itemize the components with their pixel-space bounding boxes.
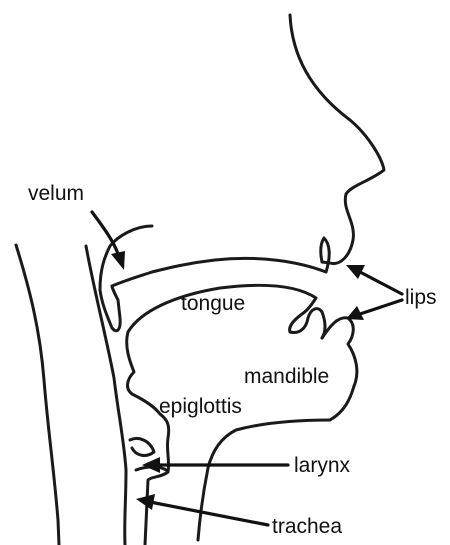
larynx-arrow <box>142 457 288 473</box>
tongue-label: tongue <box>181 292 245 315</box>
pharynx-back-outline <box>86 246 126 545</box>
trachea-label: trachea <box>272 515 342 538</box>
upper-teeth-outline <box>321 238 330 272</box>
larynx-label: larynx <box>294 454 351 477</box>
velum-arrow <box>92 212 125 270</box>
velum-label: velum <box>28 182 84 205</box>
epiglottis-label: epiglottis <box>159 395 242 418</box>
lips-arrow-upper <box>346 265 402 294</box>
lower-teeth-outline <box>308 309 325 338</box>
palate-outline <box>112 258 326 286</box>
face-profile-outline <box>290 15 384 264</box>
neck-back-outline <box>16 245 59 545</box>
lips-arrow-lower <box>346 300 402 320</box>
lips-label: lips <box>405 286 437 309</box>
mandible-label: mandible <box>244 365 329 388</box>
